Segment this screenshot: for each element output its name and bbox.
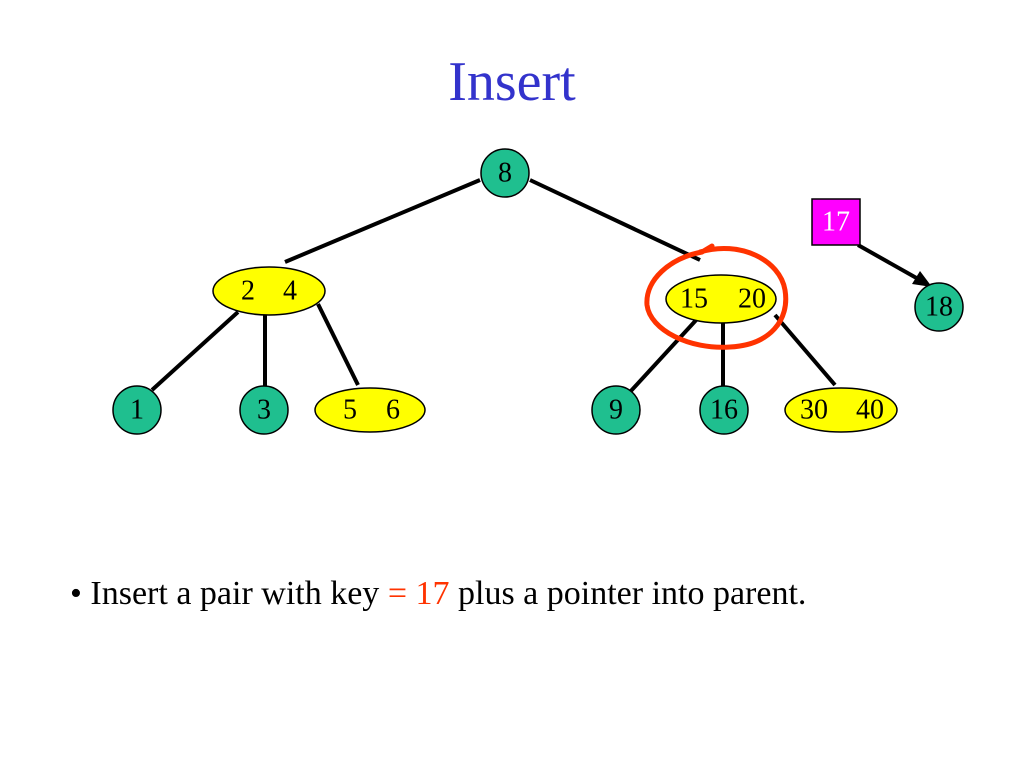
bullet-key: 17 [415, 575, 450, 612]
node-key: 4 [283, 276, 297, 307]
leaf-node-9: 9 [591, 385, 641, 435]
node-key: 5 [343, 395, 357, 426]
node-key: 20 [738, 284, 766, 315]
new-pointer-arrow [857, 243, 921, 282]
edge-root-left [284, 178, 481, 264]
internal-node-2-4: 2 4 [212, 266, 326, 316]
bullet-marker: • [70, 575, 82, 612]
internal-node-15-20: 15 20 [665, 274, 777, 324]
node-key: 40 [856, 395, 884, 426]
page-title: Insert [448, 51, 576, 113]
node-key: 15 [680, 284, 708, 315]
bullet-text: • Insert a pair with key = 17 plus a poi… [70, 575, 806, 613]
arrowhead [912, 271, 932, 287]
pointer-target-node-18: 18 [914, 282, 964, 332]
node-key: 16 [710, 395, 738, 426]
bullet-equals: = [387, 575, 407, 612]
leaf-node-3: 3 [239, 385, 289, 435]
node-key: 6 [386, 395, 400, 426]
highlight-circle [644, 243, 789, 350]
root-node: 8 [480, 148, 530, 198]
root-key: 8 [498, 158, 512, 189]
leaf-node-5-6: 5 6 [314, 387, 426, 433]
node-key: 3 [257, 395, 271, 426]
node-key: 18 [925, 292, 953, 323]
bullet-after: plus a pointer into parent. [458, 575, 807, 612]
edge-root-right [529, 178, 701, 262]
edge-1520-9 [628, 316, 700, 394]
leaf-node-1: 1 [112, 385, 162, 435]
new-key-box: 17 [811, 198, 861, 246]
node-key: 1 [130, 395, 144, 426]
bullet-before: Insert a pair with key [90, 575, 380, 612]
edge-1520-3040 [773, 313, 837, 387]
leaf-node-16: 16 [699, 385, 749, 435]
leaf-node-30-40: 30 40 [784, 387, 898, 433]
node-key: 2 [241, 276, 255, 307]
new-key-label: 17 [822, 207, 850, 238]
node-key: 30 [800, 395, 828, 426]
edge-24-56 [316, 303, 360, 386]
edge-24-1 [150, 310, 240, 392]
node-key: 9 [609, 395, 623, 426]
